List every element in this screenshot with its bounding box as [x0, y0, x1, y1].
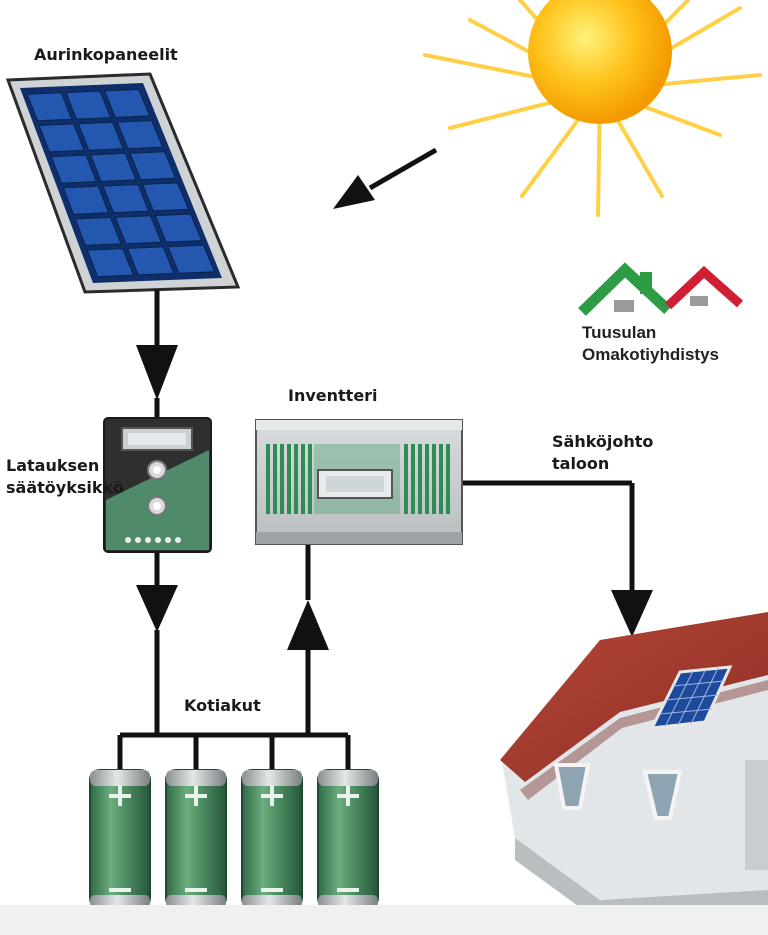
solar-cell: [116, 120, 164, 150]
solar-cell: [154, 213, 203, 243]
logo-text-line2: Omakotiyhdistys: [582, 345, 719, 364]
solar-cell: [86, 248, 135, 278]
wires: [117, 290, 635, 772]
solar-cell: [167, 244, 216, 274]
inverter-label: Inventteri: [288, 386, 378, 405]
house: [500, 612, 768, 922]
arrow-panel-to-controller: [136, 345, 178, 400]
solar-cell: [114, 215, 163, 245]
solar-cell: [38, 123, 85, 153]
bottom-band: [0, 905, 768, 935]
batteries: [89, 769, 379, 909]
battery: [241, 769, 303, 909]
solar-cell: [141, 182, 190, 212]
solar-panels-label: Aurinkopaneelit: [34, 45, 178, 64]
solar-cell: [62, 185, 110, 215]
sun: [423, 0, 762, 217]
solar-cell: [65, 90, 112, 120]
solar-cell: [103, 88, 151, 118]
roof-solar-panel: [649, 665, 733, 730]
solar-panel: [5, 72, 241, 294]
logo-houses: [578, 262, 743, 316]
solar-cell: [89, 152, 137, 182]
arrow-batteries-to-inverter: [287, 600, 329, 650]
flow-arrows: [136, 345, 653, 650]
solar-cell: [74, 216, 122, 246]
solar-cell: [26, 92, 73, 122]
solar-cell: [102, 184, 150, 214]
inverter: [255, 419, 463, 545]
arrow-inverter-to-house: [611, 590, 653, 637]
battery: [317, 769, 379, 909]
solar-cell: [77, 121, 125, 151]
power-line-label-line2: taloon: [552, 454, 610, 473]
solar-cell: [126, 246, 175, 276]
batteries-label: Kotiakut: [184, 696, 261, 715]
battery: [89, 769, 151, 909]
solar-cell: [129, 151, 177, 181]
charge-controller: [103, 417, 212, 553]
charge-controller-label-line1: Latauksen: [6, 456, 100, 475]
charge-controller-label-line2: säätöyksikkö: [6, 478, 124, 497]
power-line-label-line1: Sähköjohto: [552, 432, 654, 451]
logo-text-line1: Tuusulan: [582, 323, 657, 342]
battery: [165, 769, 227, 909]
arrow-controller-to-batteries: [136, 585, 178, 632]
house-windows: [553, 763, 683, 820]
sunlight-arrow: [333, 147, 438, 209]
solar-cell: [50, 154, 98, 184]
